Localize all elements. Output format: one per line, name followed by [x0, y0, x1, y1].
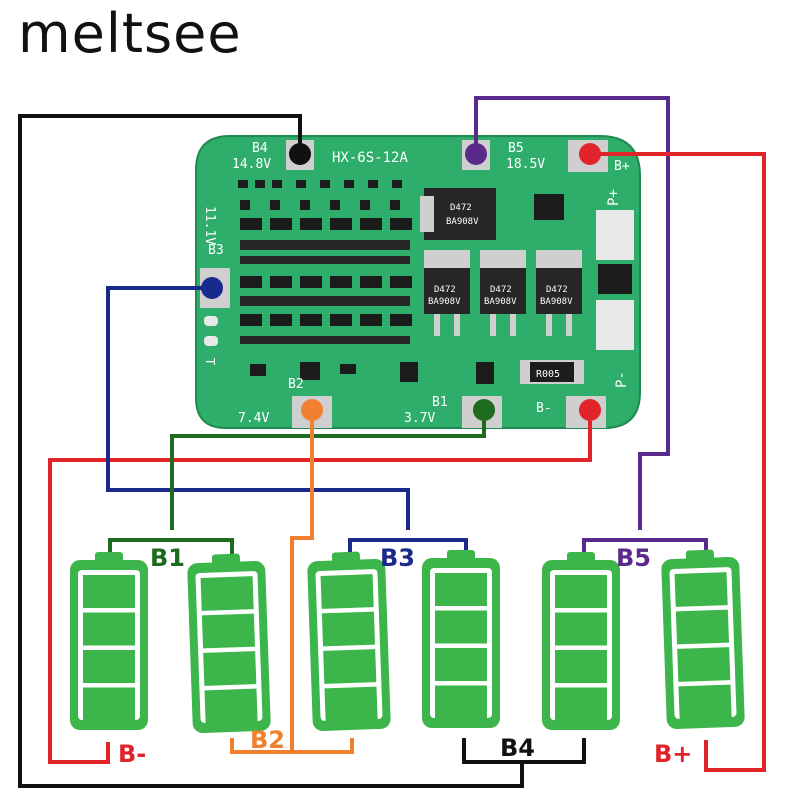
mosfet-3-code: BA908V [540, 297, 573, 307]
mosfet-top-code: BA908V [446, 217, 479, 227]
mosfet-1-code: BA908V [428, 297, 461, 307]
bms-board: D472 BA908V D472 BA908V D472 BA908V D472… [195, 135, 641, 429]
wire-b1-green [170, 410, 486, 530]
label-b5: B5 [616, 544, 651, 572]
pminus-connector [596, 300, 634, 350]
t-silk: T [203, 358, 217, 365]
battery-cell-4 [422, 550, 500, 728]
bminus-silk: B- [536, 401, 552, 416]
label-b2: B2 [250, 726, 285, 754]
mosfet-1-label: D472 [434, 285, 456, 295]
dot-bminus [579, 399, 601, 421]
dot-b5 [465, 143, 487, 165]
shunt-label: R005 [536, 369, 560, 380]
battery-cell-6 [661, 549, 745, 729]
bracket-b5 [582, 538, 708, 556]
dot-bplus [579, 143, 601, 165]
dot-b2 [301, 399, 323, 421]
wire-bminus-red [48, 410, 592, 764]
wire-b5-purple [474, 96, 670, 530]
wire-b3-blue [106, 286, 410, 530]
mosfet-2-label: D472 [490, 285, 512, 295]
battery-cells [70, 549, 745, 733]
label-b3: B3 [380, 544, 415, 572]
dot-b3 [201, 277, 223, 299]
bplus-silk: B+ [614, 159, 630, 174]
label-b1: B1 [150, 544, 185, 572]
battery-cell-1 [70, 552, 148, 730]
mosfet-top-label: D472 [450, 203, 472, 213]
label-b4: B4 [500, 734, 535, 762]
b5-silk-voltage: 18.5V [506, 157, 545, 172]
bracket-b1 [108, 538, 234, 556]
b1-silk-voltage: 3.7V [404, 411, 435, 426]
b4-silk-name: B4 [252, 141, 268, 156]
battery-cell-5 [542, 552, 620, 730]
wire-b2-orange [290, 410, 314, 752]
dot-b4 [289, 143, 311, 165]
mosfet-2-code: BA908V [484, 297, 517, 307]
mosfet-top [424, 188, 496, 240]
wire-bplus-red [590, 152, 766, 772]
b1-silk-name: B1 [432, 395, 448, 410]
bracket-b3 [348, 538, 468, 556]
wire-b4-black [18, 114, 524, 788]
bracket-b2 [230, 738, 354, 754]
pminus-silk: P- [614, 371, 630, 388]
battery-cell-2 [187, 553, 271, 733]
b5-silk-name: B5 [508, 141, 524, 156]
mosfet-3-label: D472 [546, 285, 568, 295]
pplus-silk: P+ [606, 189, 622, 206]
brand-logo-text: meltsee [18, 2, 242, 65]
b3-silk-name: B3 [208, 243, 224, 258]
b2-silk-voltage: 7.4V [238, 411, 269, 426]
b2-silk-name: B2 [288, 377, 304, 392]
board-model: HX-6S-12A [332, 150, 408, 166]
b4-silk-voltage: 14.8V [232, 157, 271, 172]
b3-silk-voltage: 11.1V [202, 206, 217, 245]
pplus-connector [596, 210, 634, 260]
label-bplus: B+ [654, 740, 692, 768]
wires [18, 96, 766, 788]
label-bminus: B- [118, 740, 146, 768]
battery-cell-3 [307, 551, 391, 731]
bracket-b4 [462, 738, 586, 764]
mosfet-row [424, 250, 582, 336]
smd-components [238, 180, 564, 384]
dot-b1 [473, 399, 495, 421]
